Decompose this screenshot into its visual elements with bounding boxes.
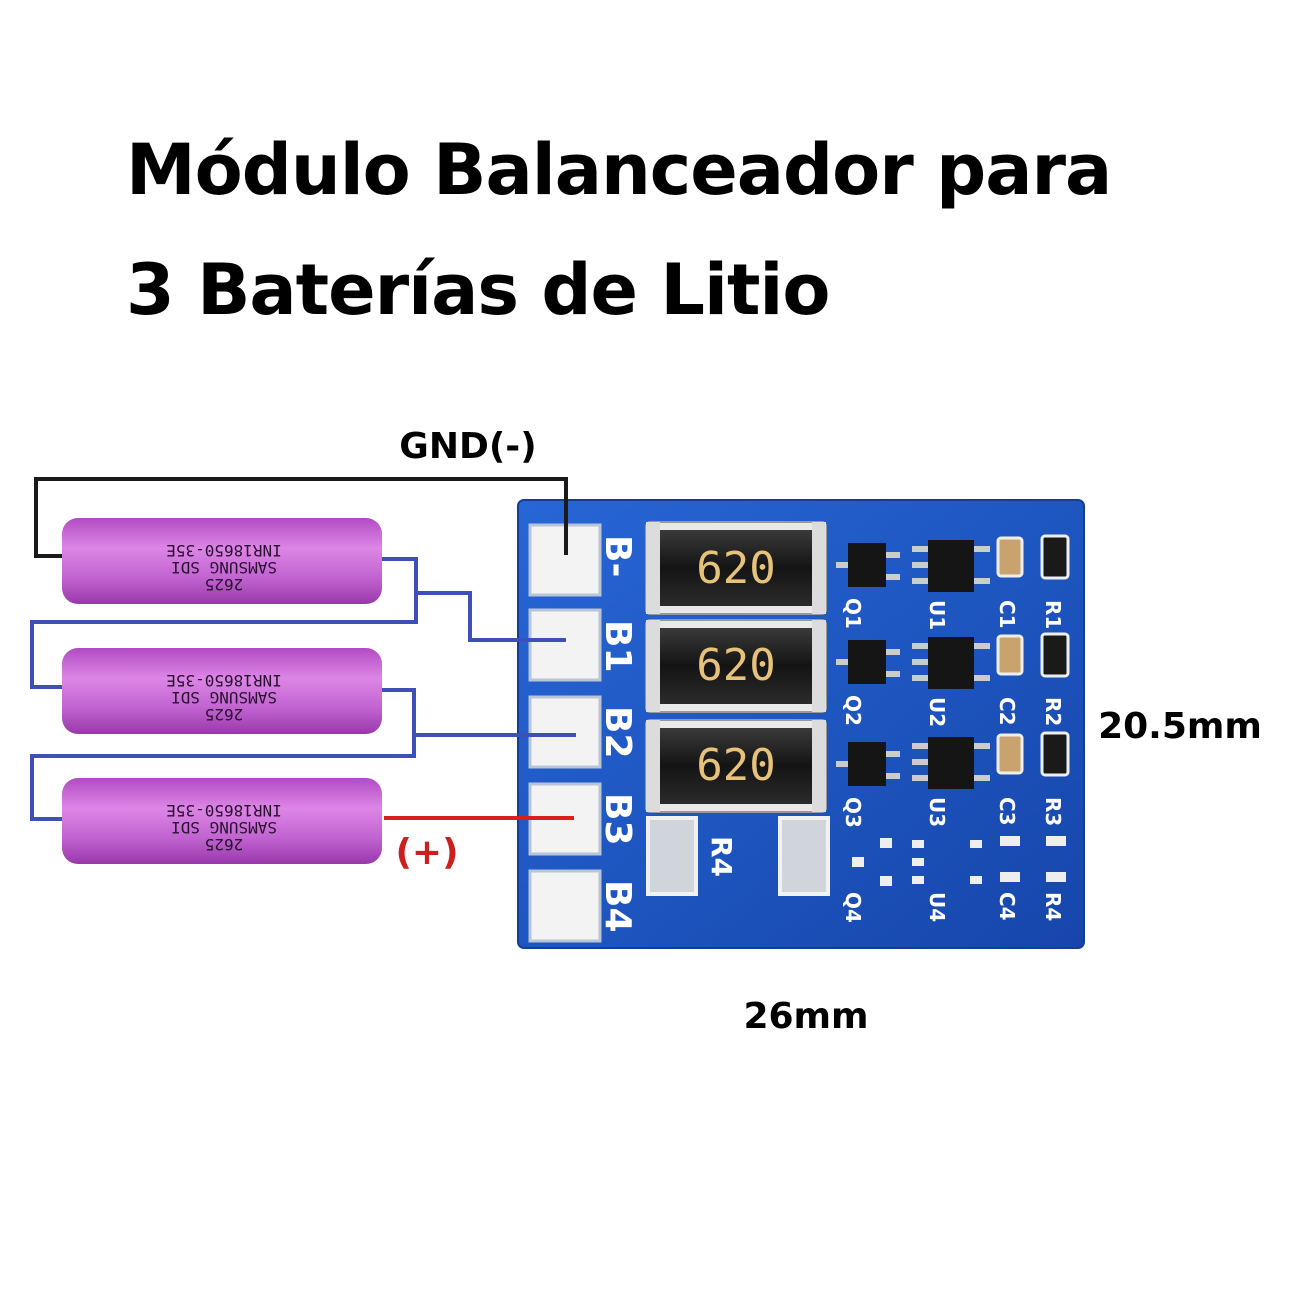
resistor-r4-label: R4 [705,836,738,877]
wire-b1 [30,557,418,689]
label-r2: R2 [1041,697,1065,726]
battery-3-line-3: 2625 [205,835,244,854]
resistor-r4-footprint: R4 [646,816,830,896]
pad-label-b4: B4 [597,880,638,933]
label-u1: U1 [925,600,949,630]
page-title-line-1: Módulo Balanceador para [126,129,1112,211]
transistor-q3 [836,742,900,786]
battery-3: INR18650-35E SAMSUNG SDI 2625 [62,778,382,864]
resistor-620-1: 620 [645,521,827,615]
pad-label-b3: B3 [597,793,638,846]
transistor-q4-footprint [852,838,892,886]
label-q1: Q1 [841,598,865,629]
battery-1-line-1: INR18650-35E [166,541,282,560]
battery-2-line-1: INR18650-35E [166,671,282,690]
pad-label-b2: B2 [597,706,638,759]
resistor-r2 [1040,632,1070,678]
label-r4: R4 [1041,892,1065,921]
capacitor-c3 [996,733,1024,775]
resistor-r1 [1040,534,1070,580]
pad-label-b-minus: B- [597,535,638,577]
label-c3: C3 [995,797,1019,826]
battery-2-line-2: SAMSUNG SDI [171,688,277,707]
capacitor-c1 [996,536,1024,578]
capacitor-c2 [996,634,1024,676]
ic-u4-footprint [912,840,982,884]
label-r3: R3 [1041,797,1065,826]
positive-label: (+) [395,832,458,873]
width-dimension: 26mm [743,996,868,1037]
label-c4: C4 [995,892,1019,921]
battery-1-line-2: SAMSUNG SDI [171,558,277,577]
gnd-label: GND(-) [399,426,536,467]
battery-3-line-1: INR18650-35E [166,801,282,820]
capacitor-c4-footprint [1000,836,1020,882]
page-title-line-2: 3 Baterías de Litio [126,249,830,331]
battery-3-line-2: SAMSUNG SDI [171,818,277,837]
resistor-620-2: 620 [645,619,827,713]
pad-b1[interactable] [528,608,602,682]
label-q3: Q3 [841,797,865,828]
wire-gnd [34,477,568,558]
label-u2: U2 [925,697,949,727]
battery-2: INR18650-35E SAMSUNG SDI 2625 [62,648,382,734]
ic-u1 [912,540,990,592]
battery-2-line-3: 2625 [205,705,244,724]
label-u3: U3 [925,797,949,827]
battery-1: INR18650-35E SAMSUNG SDI 2625 [62,518,382,604]
resistor-r4-small-footprint [1046,836,1066,882]
pad-b2[interactable] [528,695,602,769]
label-r1: R1 [1041,600,1065,629]
pad-label-b1: B1 [597,620,638,673]
pad-b4[interactable] [528,869,602,943]
balancer-board: B- B1 B2 B3 B4 620 620 620 [517,499,1085,949]
transistor-q1 [836,543,900,587]
ic-u2 [912,637,990,689]
label-c1: C1 [995,600,1019,629]
wire-b2 [30,688,416,821]
resistor-r3 [1040,731,1070,777]
resistor-code-1: 620 [696,543,775,594]
label-q2: Q2 [841,695,865,726]
battery-1-line-3: 2625 [205,575,244,594]
ic-u3 [912,737,990,789]
label-q4: Q4 [841,892,865,923]
resistor-code-3: 620 [696,740,775,791]
height-dimension: 20.5mm [1098,706,1262,747]
wire-b1-tap [416,591,566,642]
label-u4: U4 [925,892,949,922]
label-c2: C2 [995,697,1019,726]
resistor-code-2: 620 [696,640,775,691]
resistor-620-3: 620 [645,719,827,813]
transistor-q2 [836,640,900,684]
